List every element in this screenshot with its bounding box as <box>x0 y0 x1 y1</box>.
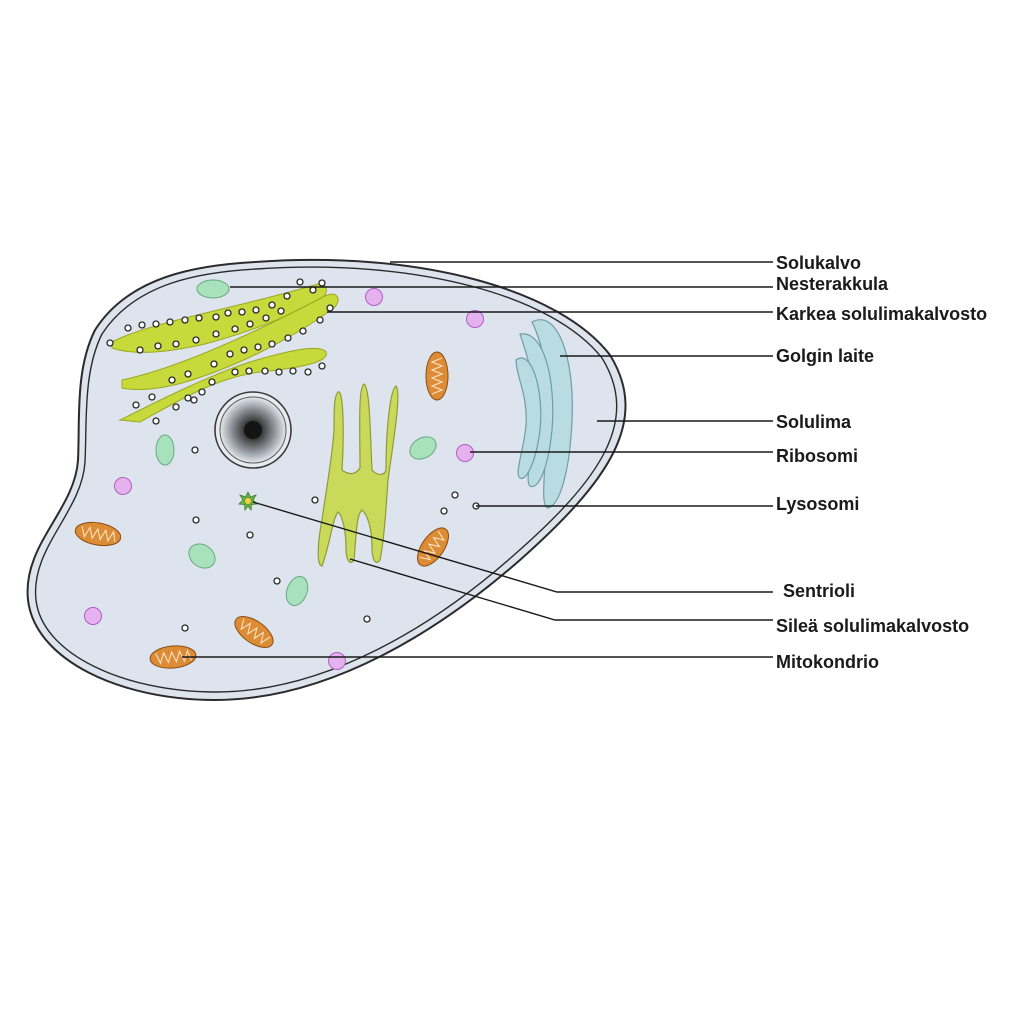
ribosome-dot <box>277 307 285 315</box>
ribosome-dot <box>152 417 160 425</box>
leader-sentrioli <box>252 501 773 593</box>
ribosome-dot <box>240 346 248 354</box>
lysosome <box>114 477 132 495</box>
ribosome-dot <box>166 318 174 326</box>
nucleus <box>214 391 292 469</box>
lysosome <box>84 607 102 625</box>
label-ribosomi: Ribosomi <box>776 446 858 466</box>
ribosome-dot <box>148 393 156 401</box>
ribosome-dot <box>208 378 216 386</box>
golgi-cisterna-inner <box>515 357 542 479</box>
golgi-apparatus <box>515 319 573 509</box>
leader-silea <box>349 558 773 621</box>
ribosome-dot <box>254 343 262 351</box>
ribosome-dot <box>275 368 283 376</box>
ribosome-dot <box>124 324 132 332</box>
ribosome-dot <box>138 321 146 329</box>
ribosome-dot <box>184 370 192 378</box>
ribosome-dot <box>184 394 192 402</box>
label-karkea-solulimakalvosto: Karkea solulimakalvosto <box>776 304 987 324</box>
lysosome <box>466 310 484 328</box>
ribosome-dot <box>309 286 317 294</box>
smooth-endoplasmic-reticulum <box>317 383 399 567</box>
ribosome-dot <box>136 346 144 354</box>
ribosome-dot <box>296 278 304 286</box>
ribosome-dot <box>268 340 276 348</box>
mitochondria <box>74 351 450 669</box>
centriole <box>238 491 258 512</box>
ribosome-dot <box>198 388 206 396</box>
label-golgin-laite: Golgin laite <box>776 346 874 366</box>
mitochondrion <box>416 527 450 567</box>
ribosome-dots <box>106 278 334 425</box>
label-silea-solulimakalvosto: Sileä solulimakalvosto <box>776 616 969 636</box>
ribosome-dot <box>190 396 198 404</box>
rough-er-sheet-2 <box>121 293 339 391</box>
ribosome-dot <box>231 368 239 376</box>
ribosome-dot <box>245 367 253 375</box>
ribosome-dot <box>192 336 200 344</box>
ribosome-dot <box>210 360 218 368</box>
ribosome-dot <box>318 279 326 287</box>
ribosome-dot <box>181 316 189 324</box>
vacuole <box>285 575 309 607</box>
ribosome-dot <box>316 316 324 324</box>
mitochondrion <box>74 521 122 547</box>
vacuole <box>188 543 216 569</box>
lysosome <box>328 652 346 670</box>
ribosome-dot <box>252 306 260 314</box>
ribosome-dot <box>284 334 292 342</box>
ribosome-dot <box>283 292 291 300</box>
ribosome-dot <box>212 330 220 338</box>
label-nesterakkula: Nesterakkula <box>776 274 889 294</box>
labels: Solukalvo Nesterakkula Karkea solulimaka… <box>776 253 987 672</box>
lysosome <box>456 444 474 462</box>
mitochondrion <box>425 351 449 401</box>
ribosome-dot <box>168 376 176 384</box>
ribosome-dot <box>154 342 162 350</box>
lysosomes <box>84 288 484 670</box>
ribosome-dot <box>106 339 114 347</box>
ribosome-dot <box>238 308 246 316</box>
vacuole <box>196 279 230 299</box>
label-lysosomi: Lysosomi <box>776 494 859 514</box>
ribosome-dot <box>261 367 269 375</box>
ribosome-dot <box>318 362 326 370</box>
ribosome-dot <box>231 325 239 333</box>
ribosome-dot <box>262 314 270 322</box>
ribosome-dot <box>304 368 312 376</box>
ribosome-dot <box>226 350 234 358</box>
vacuoles <box>155 279 437 607</box>
ribosome-dot <box>195 314 203 322</box>
ribosome-dot <box>172 340 180 348</box>
rough-er-sheet-3 <box>118 347 327 423</box>
label-sentrioli: Sentrioli <box>783 581 855 601</box>
ribosome-dot <box>289 367 297 375</box>
ribosome-dot <box>172 403 180 411</box>
smooth-er-body <box>317 383 399 567</box>
ribosome-dot <box>224 309 232 317</box>
ribosome-dot <box>132 401 140 409</box>
vacuole <box>409 436 437 460</box>
free-vesicles <box>181 446 480 632</box>
ribosome-dot <box>268 301 276 309</box>
leader-lines <box>182 261 773 658</box>
label-mitokondrio: Mitokondrio <box>776 652 879 672</box>
ribosome-dot <box>152 320 160 328</box>
ribosome-dot <box>246 320 254 328</box>
ribosome-dot <box>299 327 307 335</box>
label-solulima: Solulima <box>776 412 852 432</box>
label-solukalvo: Solukalvo <box>776 253 861 273</box>
mitochondrion <box>149 645 197 669</box>
lysosome <box>365 288 383 306</box>
vacuole <box>155 434 175 466</box>
ribosome-dot <box>326 304 334 312</box>
ribosome-dot <box>212 313 220 321</box>
mitochondrion <box>234 615 274 649</box>
nucleolus <box>244 421 262 439</box>
